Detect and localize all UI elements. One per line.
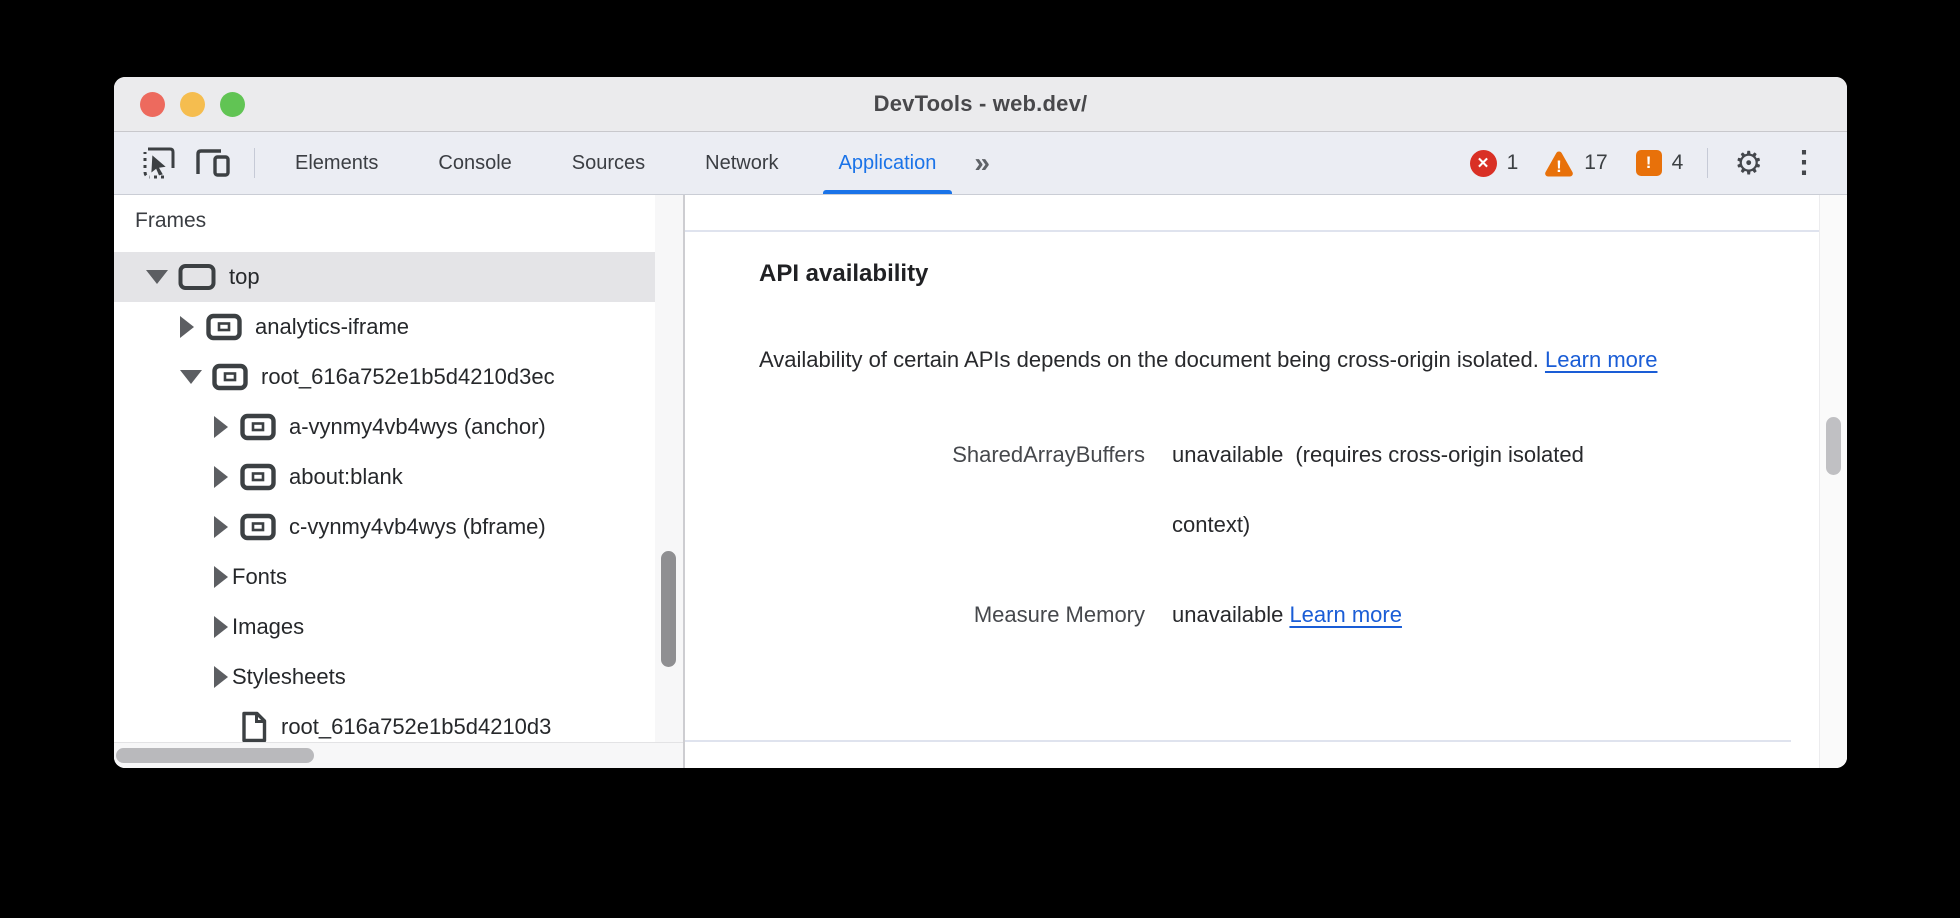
warning-count: 17 bbox=[1584, 151, 1608, 174]
tab-network[interactable]: Network bbox=[705, 151, 779, 174]
chevron-right-icon[interactable] bbox=[214, 616, 228, 638]
device-toolbar-button[interactable] bbox=[190, 140, 236, 186]
tree-item-stylesheets[interactable]: Stylesheets bbox=[114, 652, 683, 702]
tree-item-analytics-iframe[interactable]: analytics-iframe bbox=[114, 302, 683, 352]
toolbar-separator bbox=[1707, 148, 1709, 178]
iframe-icon bbox=[212, 363, 248, 391]
error-count: 1 bbox=[1506, 151, 1519, 174]
issues-badge-icon: ! bbox=[1635, 150, 1662, 176]
api-availability-section: API availability Availability of certain… bbox=[685, 232, 1819, 650]
tree-item-images[interactable]: Images bbox=[114, 602, 683, 652]
learn-more-link[interactable]: Learn more bbox=[1544, 347, 1658, 372]
tab-console[interactable]: Console bbox=[438, 151, 512, 174]
tab-application[interactable]: Application bbox=[809, 132, 967, 194]
frames-tree: top analytics-iframe root_616a752e1b5d42… bbox=[114, 252, 683, 752]
panel-tabs: Elements Console Sources Network Applica… bbox=[265, 132, 996, 194]
toolbar-separator bbox=[254, 148, 255, 178]
document-icon bbox=[240, 711, 268, 743]
row-label: SharedArrayBuffers bbox=[952, 442, 1145, 467]
iframe-icon bbox=[240, 513, 276, 541]
row-label: Measure Memory bbox=[973, 602, 1145, 627]
main-vertical-scrollbar-thumb[interactable] bbox=[1826, 417, 1841, 475]
window-title: DevTools - web.dev/ bbox=[873, 91, 1088, 116]
sidebar-vertical-scrollbar-thumb[interactable] bbox=[661, 551, 676, 667]
settings-gear-icon[interactable]: ⚙ bbox=[1734, 145, 1763, 181]
sidebar-main-divider[interactable] bbox=[683, 195, 685, 768]
frames-section-header[interactable]: Frames bbox=[135, 209, 207, 232]
minimize-window-button[interactable] bbox=[180, 91, 205, 117]
zoom-window-button[interactable] bbox=[220, 91, 245, 117]
tree-item-top[interactable]: top bbox=[114, 252, 683, 302]
tab-elements[interactable]: Elements bbox=[295, 151, 379, 174]
tree-item-root-frame[interactable]: root_616a752e1b5d4210d3ec bbox=[114, 352, 683, 402]
table-row: Measure Memory unavailable Learn more bbox=[759, 580, 1779, 650]
row-value: unavailable(requires cross-origin isolat… bbox=[1172, 442, 1584, 537]
frame-icon bbox=[178, 262, 216, 292]
tree-item-anchor-frame[interactable]: a-vynmy4vb4wys (anchor) bbox=[114, 402, 683, 452]
traffic-lights bbox=[140, 77, 245, 131]
device-toolbar-icon bbox=[195, 147, 231, 179]
inspect-element-button[interactable] bbox=[136, 140, 182, 186]
learn-more-link[interactable]: Learn more bbox=[1289, 602, 1402, 627]
svg-text:!: ! bbox=[1556, 157, 1562, 176]
table-row: SharedArrayBuffers unavailable(requires … bbox=[759, 420, 1779, 560]
chevron-down-icon[interactable] bbox=[180, 370, 202, 384]
tree-item-root-document[interactable]: root_616a752e1b5d4210d3 bbox=[114, 702, 683, 752]
api-availability-table: SharedArrayBuffers unavailable(requires … bbox=[759, 420, 1779, 650]
chevron-double-right-icon: » bbox=[974, 147, 990, 178]
application-sidebar: Frames top analytics-iframe bbox=[114, 195, 683, 768]
more-options-menu-icon[interactable]: ⋮ bbox=[1789, 146, 1819, 179]
chevron-down-icon[interactable] bbox=[146, 270, 168, 284]
section-heading: API availability bbox=[759, 260, 929, 287]
chevron-right-icon[interactable] bbox=[214, 416, 228, 438]
section-description: Availability of certain APIs depends on … bbox=[759, 347, 1658, 372]
tree-item-fonts[interactable]: Fonts bbox=[114, 552, 683, 602]
devtools-toolbar: Elements Console Sources Network Applica… bbox=[114, 132, 1847, 195]
chevron-right-icon[interactable] bbox=[214, 666, 228, 688]
warning-badge-icon: ! bbox=[1544, 150, 1574, 177]
iframe-icon bbox=[240, 413, 276, 441]
sidebar-vertical-scrollbar[interactable] bbox=[655, 195, 683, 768]
iframe-icon bbox=[206, 313, 242, 341]
main-vertical-scrollbar[interactable] bbox=[1819, 195, 1847, 768]
tab-sources[interactable]: Sources bbox=[571, 151, 646, 174]
chevron-right-icon[interactable] bbox=[214, 466, 228, 488]
title-bar: DevTools - web.dev/ bbox=[114, 77, 1847, 132]
issue-count: 4 bbox=[1671, 151, 1684, 174]
console-status-badges[interactable]: ✕ 1 ! 17 ! 4 bbox=[1469, 149, 1684, 177]
active-tab-underline bbox=[822, 190, 953, 194]
sidebar-horizontal-scrollbar[interactable] bbox=[114, 742, 683, 768]
previous-section-remainder bbox=[685, 195, 1819, 232]
more-tabs-button[interactable]: » bbox=[966, 132, 996, 194]
tree-item-about-blank[interactable]: about:blank bbox=[114, 452, 683, 502]
section-bottom-divider bbox=[685, 740, 1791, 742]
close-window-button[interactable] bbox=[140, 91, 165, 117]
chevron-right-icon[interactable] bbox=[214, 516, 228, 538]
devtools-window: DevTools - web.dev/ bbox=[114, 77, 1847, 768]
iframe-icon bbox=[240, 463, 276, 491]
row-note: (requires cross-origin isolated context) bbox=[1172, 442, 1584, 537]
chevron-right-icon[interactable] bbox=[180, 316, 194, 338]
tree-item-bframe[interactable]: c-vynmy4vb4wys (bframe) bbox=[114, 502, 683, 552]
frame-details-panel: API availability Availability of certain… bbox=[685, 195, 1847, 768]
sidebar-horizontal-scrollbar-thumb[interactable] bbox=[116, 748, 314, 763]
error-badge-icon: ✕ bbox=[1469, 149, 1497, 177]
inspect-cursor-icon bbox=[142, 146, 176, 180]
chevron-right-icon[interactable] bbox=[214, 566, 228, 588]
row-value: unavailable Learn more bbox=[1172, 602, 1402, 627]
